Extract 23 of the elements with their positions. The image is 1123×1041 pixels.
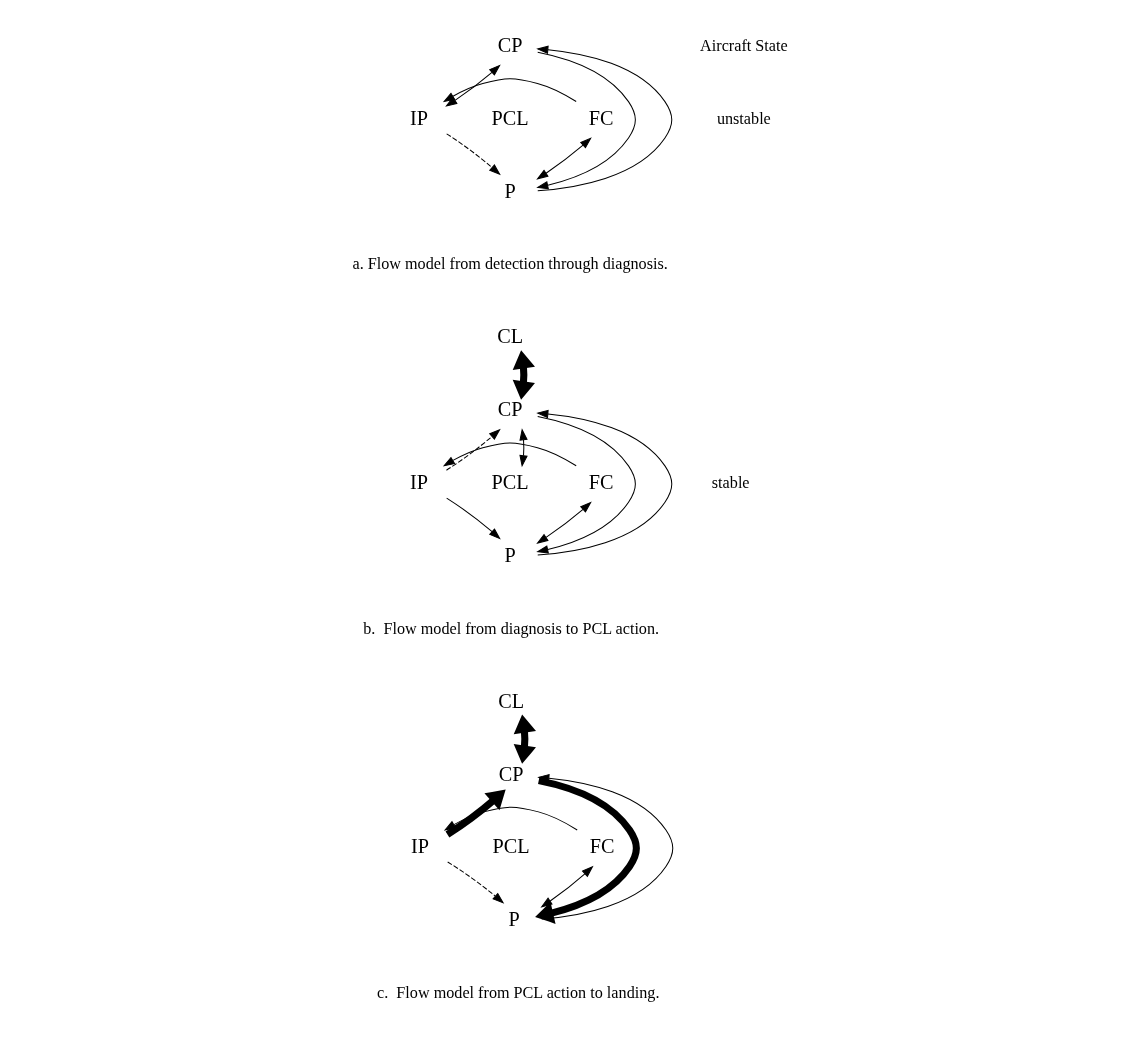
node-text: PCL [492, 835, 530, 858]
node-text: CL [498, 689, 525, 712]
node-text: FC [588, 471, 614, 494]
node-text: CP [498, 762, 524, 785]
node-text: IP [410, 106, 429, 129]
node-text: FC [588, 106, 614, 129]
label: unstable [716, 109, 771, 127]
node-text: P [508, 908, 520, 931]
node-text: IP [411, 835, 430, 858]
label: Aircraft State [700, 36, 788, 54]
label: c. Flow model from PCL action to landing. [377, 983, 660, 1001]
node-text: PCL [491, 471, 529, 494]
node-text: IP [410, 471, 429, 494]
node-text: P [504, 543, 516, 566]
node-text: CP [497, 398, 523, 421]
node-text: CP [497, 34, 523, 57]
node-text: PCL [491, 106, 529, 129]
label: b. Flow model from diagnosis to PCL action. [363, 619, 660, 637]
label: stable [711, 473, 750, 491]
node-text: FC [589, 835, 615, 858]
node-text: CL [497, 325, 524, 348]
label: a. Flow model from detection through diagnosis. [352, 255, 668, 273]
node-text: P [504, 179, 516, 202]
